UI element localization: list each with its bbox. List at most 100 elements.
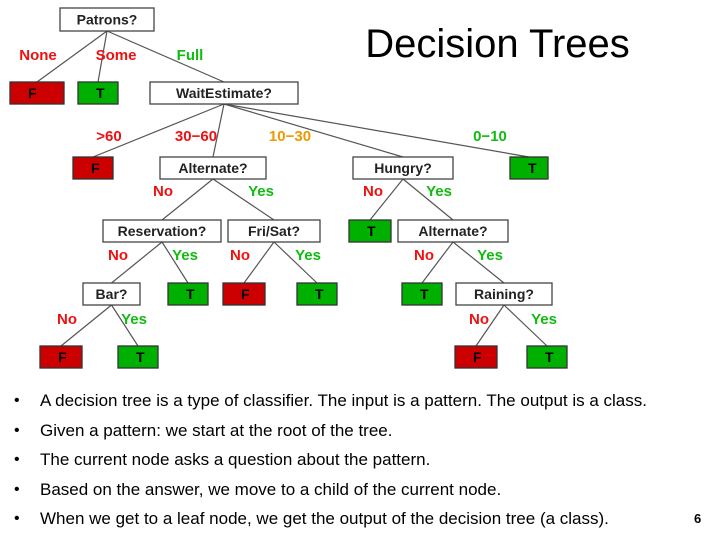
bullet-text: When we get to a leaf node, we get the o…	[40, 509, 609, 528]
question-node: Raining?	[455, 282, 553, 306]
true-leaf-node: T	[77, 81, 119, 105]
branch-label: None	[19, 47, 57, 64]
tree-edge	[212, 103, 225, 158]
true-leaf-node: T	[167, 282, 209, 306]
branch-label: No	[363, 183, 383, 200]
branch-label: No	[153, 183, 173, 200]
node-label: Hungry?	[374, 160, 432, 176]
branch-label: No	[108, 247, 128, 264]
branch-label: Yes	[531, 311, 557, 328]
true-leaf-node: T	[509, 156, 549, 180]
bullet-dot-icon: •	[14, 421, 20, 439]
tree-edge	[110, 304, 139, 347]
true-leaf-node: T	[296, 282, 338, 306]
bullet-item: • The current node asks a question about …	[14, 445, 704, 475]
node-label: F	[473, 349, 482, 365]
bullet-item: • Based on the answer, we move to a child…	[14, 475, 704, 505]
question-node: Alternate?	[397, 219, 509, 243]
branch-label: Yes	[248, 183, 274, 200]
node-box	[401, 282, 443, 306]
tree-edge	[111, 241, 163, 284]
node-label: T	[545, 349, 554, 365]
true-leaf-node: T	[117, 345, 159, 369]
node-label: Bar?	[96, 286, 128, 302]
question-node: Reservation?	[102, 219, 222, 243]
node-box	[159, 156, 267, 180]
tree-edge	[421, 241, 454, 284]
node-box	[167, 282, 209, 306]
node-box	[526, 345, 568, 369]
bullet-text: Given a pattern: we start at the root of…	[40, 420, 393, 440]
node-label: Patrons?	[77, 12, 138, 28]
bullet-dot-icon: •	[14, 480, 20, 498]
node-label: Raining?	[474, 286, 534, 302]
branch-label: No	[230, 247, 250, 264]
node-label: T	[136, 349, 145, 365]
bullet-item: • A decision tree is a type of classifier…	[14, 386, 704, 416]
question-node: Hungry?	[352, 156, 454, 180]
node-box	[82, 282, 141, 306]
tree-edge	[243, 241, 275, 284]
branch-label: Full	[177, 47, 204, 64]
node-box	[509, 156, 549, 180]
bullet-text: The current node asks a question about t…	[40, 450, 431, 469]
bullet-dot-icon: •	[14, 392, 20, 409]
node-box	[9, 81, 65, 105]
bullet-dot-icon: •	[14, 451, 20, 468]
node-label: F	[28, 85, 37, 101]
node-box	[102, 219, 222, 243]
branch-label: Yes	[477, 247, 503, 264]
question-node: Bar?	[82, 282, 141, 306]
node-label: T	[96, 85, 105, 101]
node-label: Fri/Sat?	[248, 223, 300, 239]
tree-edge	[106, 30, 225, 83]
question-node: Patrons?	[59, 7, 155, 32]
branch-label: Yes	[172, 247, 198, 264]
node-label: T	[420, 286, 429, 302]
bullet-item: • Given a pattern: we start at the root o…	[14, 416, 704, 446]
node-box	[348, 219, 392, 243]
node-label: F	[241, 286, 250, 302]
false-leaf-node: F	[72, 156, 114, 180]
node-box	[397, 219, 509, 243]
bullet-text: Based on the answer, we move to a child …	[40, 479, 502, 499]
true-leaf-node: T	[348, 219, 392, 243]
branch-label: 10−30	[269, 128, 311, 145]
tree-edge	[402, 178, 454, 221]
branch-label: 30−60	[175, 128, 217, 145]
node-box	[117, 345, 159, 369]
branch-label: Yes	[121, 311, 147, 328]
tree-edge	[452, 241, 505, 284]
node-label: T	[186, 286, 195, 302]
page-number: 6	[694, 511, 702, 526]
node-box	[455, 282, 553, 306]
node-box	[352, 156, 454, 180]
tree-edge	[212, 178, 275, 221]
tree-edge	[161, 241, 189, 284]
node-label: Alternate?	[178, 160, 247, 176]
node-box	[77, 81, 119, 105]
tree-edge	[161, 178, 214, 221]
node-label: T	[367, 223, 376, 239]
question-node: WaitEstimate?	[149, 81, 299, 105]
bullet-text: A decision tree is a type of classifier.…	[40, 391, 647, 410]
node-label: F	[58, 349, 67, 365]
node-box	[72, 156, 114, 180]
tree-edge	[503, 304, 548, 347]
tree-edge	[223, 103, 530, 158]
node-box	[222, 282, 266, 306]
false-leaf-node: F	[222, 282, 266, 306]
question-node: Alternate?	[159, 156, 267, 180]
branch-label: Yes	[295, 247, 321, 264]
tree-edge	[273, 241, 318, 284]
node-box	[454, 345, 498, 369]
tree-edge	[369, 178, 404, 221]
tree-edge	[475, 304, 505, 347]
tree-edge	[92, 103, 225, 158]
bullet-dot-icon: •	[14, 510, 20, 527]
node-box	[59, 7, 155, 32]
false-leaf-node: F	[39, 345, 83, 369]
tree-edge	[223, 103, 404, 158]
